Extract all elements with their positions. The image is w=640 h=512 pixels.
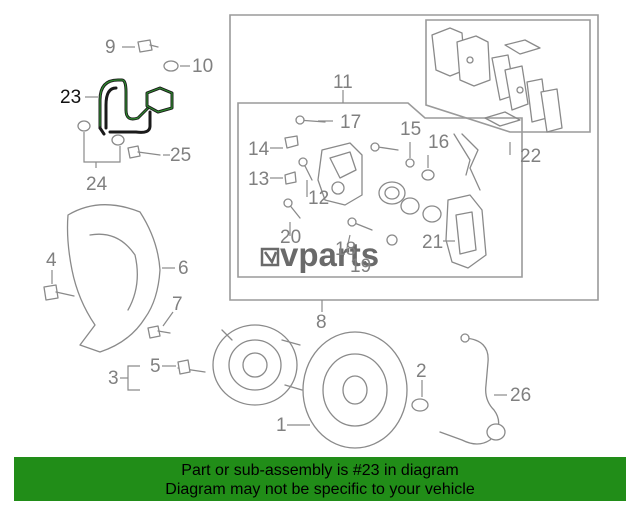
callout-21: 21	[422, 232, 443, 253]
bolt-4	[43, 284, 75, 301]
washer-10	[163, 60, 179, 72]
brake-hose-highlighted	[98, 78, 174, 136]
callout-5: 5	[150, 356, 161, 377]
brake-pads	[431, 27, 563, 133]
brake-rotor	[302, 331, 408, 449]
caliper-piston	[378, 181, 406, 205]
callout-26: 26	[510, 385, 531, 406]
bolt-25	[127, 145, 161, 159]
callout-1: 1	[276, 415, 287, 436]
wheel-hub	[177, 324, 303, 406]
pad-kit-frame	[425, 19, 591, 133]
callout-18: 18	[335, 239, 356, 260]
bolt-9	[137, 39, 159, 53]
callout-23: 23	[60, 87, 81, 108]
callout-24: 24	[86, 174, 108, 195]
callout-25: 25	[170, 145, 191, 166]
callout-10: 10	[192, 56, 213, 77]
dust-shield	[66, 204, 161, 353]
callout-8: 8	[316, 312, 327, 333]
callout-20: 20	[280, 227, 301, 248]
callout-13: 13	[248, 169, 269, 190]
callout-2: 2	[416, 361, 427, 382]
banner-line-1: Part or sub-assembly is #23 in diagram	[181, 462, 459, 479]
callout-4: 4	[46, 250, 57, 271]
watermark-logo: vparts	[260, 236, 379, 273]
caliper-assembly-frame	[229, 14, 599, 301]
washer-24	[77, 120, 125, 146]
callout-15: 15	[400, 119, 421, 140]
caliper-small-parts	[283, 115, 435, 246]
callout-7: 7	[172, 294, 183, 315]
caliper-body	[317, 142, 363, 206]
callout-16: 16	[428, 132, 449, 153]
abs-sensor	[439, 333, 506, 445]
caliper-subframe	[237, 102, 523, 278]
callout-12: 12	[308, 188, 329, 209]
callout-17: 17	[340, 112, 361, 133]
leader-lines	[51, 46, 511, 426]
piston-seal	[400, 197, 442, 223]
callout-3: 3	[108, 368, 119, 389]
callout-14: 14	[248, 139, 270, 160]
callout-19: 19	[350, 256, 371, 277]
callout-9: 9	[105, 37, 116, 58]
callout-6: 6	[178, 258, 189, 279]
watermark-text: vparts	[280, 236, 379, 273]
callout-22: 22	[520, 146, 541, 167]
notice-banner: Part or sub-assembly is #23 in diagram D…	[14, 457, 626, 501]
caliper-bracket	[445, 194, 487, 269]
banner-line-2: Diagram may not be specific to your vehi…	[165, 481, 475, 498]
anti-rattle-spring	[453, 133, 481, 191]
parts-diagram: vparts 9 10 11 17 14 13 12 15 16 22 20 1…	[43, 14, 599, 449]
screw-2	[411, 398, 429, 412]
callout-11: 11	[333, 72, 353, 93]
bolt-7	[147, 325, 171, 339]
